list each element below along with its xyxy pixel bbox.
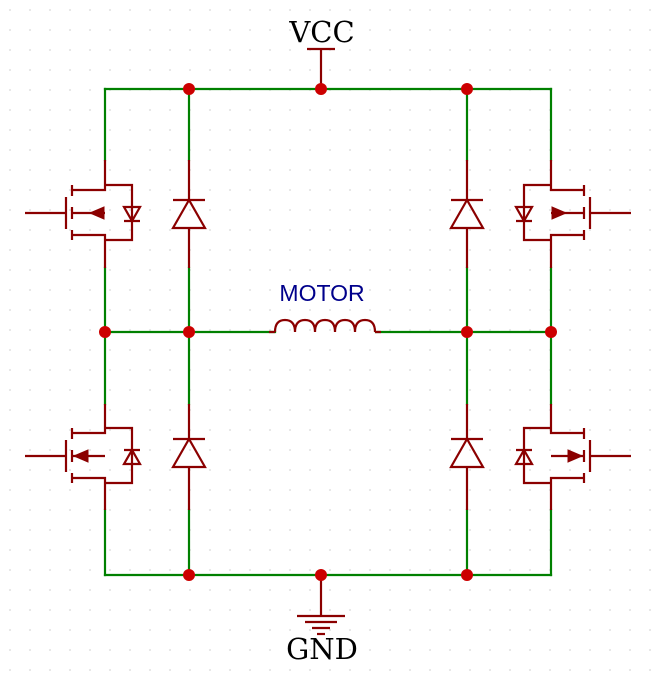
mosfet-q2: [514, 160, 631, 268]
junction-dots: [99, 83, 557, 581]
diode-d3: [171, 404, 207, 510]
junction-dot: [99, 326, 111, 338]
motor-label: MOTOR: [279, 280, 364, 306]
junction-dot: [461, 83, 473, 95]
diode-d2: [449, 160, 485, 268]
mosfet-q1: [25, 160, 142, 268]
junction-dot: [315, 569, 327, 581]
vcc-label: VCC: [288, 15, 354, 49]
diode-d1: [171, 160, 207, 268]
junction-dot: [183, 569, 195, 581]
junction-dot: [183, 83, 195, 95]
junction-dot: [461, 326, 473, 338]
gnd-label: GND: [286, 632, 358, 666]
mosfet-q3: [25, 404, 142, 510]
ground-symbol: GND: [286, 575, 358, 666]
junction-dot: [545, 326, 557, 338]
diode-d4: [449, 404, 485, 510]
mosfet-q4: [514, 404, 631, 510]
junction-dot: [183, 326, 195, 338]
junction-dot: [461, 569, 473, 581]
inductor-coil: [273, 318, 377, 333]
motor-inductor: MOTOR: [269, 280, 381, 334]
junction-dot: [315, 83, 327, 95]
vcc-symbol: VCC: [288, 15, 355, 89]
